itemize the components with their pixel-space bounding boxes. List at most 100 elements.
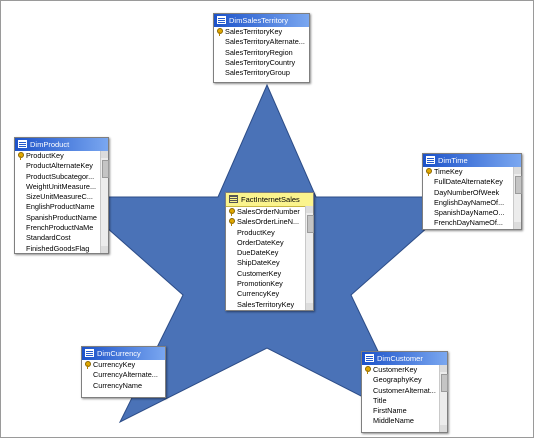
column-row[interactable]: ShipDateKey xyxy=(226,258,313,268)
scroll-down-arrow[interactable] xyxy=(306,303,313,310)
column-row[interactable]: FrenchDayNameOf... xyxy=(423,218,521,228)
column-name: FrenchDayNameOf... xyxy=(434,218,503,228)
column-row[interactable]: GeographyKey xyxy=(362,375,447,385)
column-row[interactable]: ProductSubcategor... xyxy=(15,172,108,182)
column-row[interactable]: SpanishProductName xyxy=(15,213,108,223)
column-row[interactable]: SalesOrderNumber xyxy=(226,207,313,217)
column-row[interactable]: PromotionKey xyxy=(226,279,313,289)
column-row[interactable]: SalesOrderLineN... xyxy=(226,217,313,227)
column-name: EnglishDayNameOf... xyxy=(434,197,505,207)
primary-key-icon xyxy=(216,28,223,36)
column-row[interactable]: CustomerKey xyxy=(362,365,447,375)
column-row[interactable]: EnglishDayNameOf... xyxy=(423,198,521,208)
column-name: ProductAlternateKey xyxy=(26,161,93,171)
column-row[interactable]: FinishedGoodsFlag xyxy=(15,244,108,254)
column-row[interactable]: TimeKey xyxy=(423,167,521,177)
column-row[interactable]: SalesTerritoryKey xyxy=(214,27,309,37)
column-row[interactable]: CurrencyKey xyxy=(82,360,165,370)
column-row[interactable]: ProductKey xyxy=(15,151,108,161)
column-row[interactable]: OrderDateKey xyxy=(226,238,313,248)
column-row[interactable]: FrenchProductNaMe xyxy=(15,223,108,233)
primary-key-icon xyxy=(228,208,235,216)
column-row[interactable]: CurrencyAlternate... xyxy=(82,370,165,380)
column-name: SalesOrderLineN... xyxy=(237,217,300,227)
scroll-up-arrow[interactable] xyxy=(306,206,313,213)
column-row[interactable]: Title xyxy=(362,396,447,406)
column-name: FinishedGoodsFlag xyxy=(26,243,90,253)
column-name: CurrencyKey xyxy=(93,360,136,369)
column-name: SalesTerritoryGroup xyxy=(225,68,290,78)
table-icon xyxy=(426,156,435,164)
column-name: TimeKey xyxy=(434,167,463,176)
column-name: GeographyKey xyxy=(373,375,422,385)
scroll-up-arrow[interactable] xyxy=(514,167,521,174)
column-row[interactable]: FullDateAlternateKey xyxy=(423,177,521,187)
column-name: CurrencyKey xyxy=(237,289,280,299)
column-row[interactable]: SpanishDayNameO... xyxy=(423,208,521,218)
scroll-down-arrow[interactable] xyxy=(440,425,447,432)
vertical-scrollbar[interactable] xyxy=(305,206,314,310)
column-row[interactable]: DueDateKey xyxy=(226,248,313,258)
vertical-scrollbar[interactable] xyxy=(513,167,522,229)
table-icon xyxy=(365,354,374,362)
column-name: WeightUnitMeasure... xyxy=(26,181,97,191)
column-row[interactable]: DayNumberOfWeek xyxy=(423,188,521,198)
column-name: ProductKey xyxy=(26,151,64,160)
column-row[interactable]: StandardCost xyxy=(15,233,108,243)
column-name: FullDateAlternateKey xyxy=(434,177,503,187)
scroll-down-arrow[interactable] xyxy=(514,222,521,229)
table-icon xyxy=(229,195,238,203)
column-name: ShipDateKey xyxy=(237,258,280,268)
column-row[interactable]: SalesTerritoryGroup xyxy=(214,68,309,78)
column-row[interactable]: SizeUnitMeasureC... xyxy=(15,192,108,202)
column-name: OrderDateKey xyxy=(237,237,284,247)
column-row[interactable]: EnglishProductName xyxy=(15,202,108,212)
column-row[interactable]: CurrencyName xyxy=(82,381,165,391)
column-row[interactable]: ProductAlternateKey xyxy=(15,161,108,171)
scroll-thumb[interactable] xyxy=(441,374,448,392)
column-row[interactable]: ProductKey xyxy=(226,228,313,238)
column-name: CustomerKey xyxy=(373,365,418,374)
vertical-scrollbar[interactable] xyxy=(100,151,109,253)
column-row[interactable]: CustomerKey xyxy=(226,269,313,279)
scroll-thumb[interactable] xyxy=(515,176,522,194)
scroll-thumb[interactable] xyxy=(102,160,109,178)
primary-key-icon xyxy=(84,361,91,369)
scroll-up-arrow[interactable] xyxy=(101,151,108,158)
column-row[interactable]: CustomerAlternat... xyxy=(362,386,447,396)
column-row[interactable]: CurrencyKey xyxy=(226,289,313,299)
column-row[interactable]: SalesTerritoryRegion xyxy=(214,48,309,58)
column-name: FrenchProductNaMe xyxy=(26,223,94,233)
column-row[interactable]: SalesTerritoryKey xyxy=(226,300,313,310)
vertical-scrollbar[interactable] xyxy=(439,365,448,432)
table-title-bar: DimSalesTerritory xyxy=(214,14,309,27)
column-row[interactable]: FirstName xyxy=(362,406,447,416)
column-name: PromotionKey xyxy=(237,279,283,289)
table-title-bar: DimProduct xyxy=(15,138,108,151)
table-title: DimProduct xyxy=(30,140,70,149)
column-row[interactable]: WeightUnitMeasure... xyxy=(15,182,108,192)
column-name: FirstName xyxy=(373,406,407,416)
column-name: DueDateKey xyxy=(237,248,279,258)
column-row[interactable]: SalesTerritoryCountry xyxy=(214,58,309,68)
column-row[interactable]: MiddleName xyxy=(362,416,447,426)
column-name: MiddleName xyxy=(373,416,414,426)
scroll-down-arrow[interactable] xyxy=(101,246,108,253)
column-row[interactable]: SalesTerritoryAlternate... xyxy=(214,37,309,47)
column-name: SalesOrderNumber xyxy=(237,207,300,216)
scroll-up-arrow[interactable] xyxy=(440,365,447,372)
table-title-bar: DimTime xyxy=(423,154,521,167)
primary-key-icon xyxy=(364,366,371,374)
column-name: SalesTerritoryKey xyxy=(237,299,295,309)
scroll-thumb[interactable] xyxy=(307,215,314,233)
